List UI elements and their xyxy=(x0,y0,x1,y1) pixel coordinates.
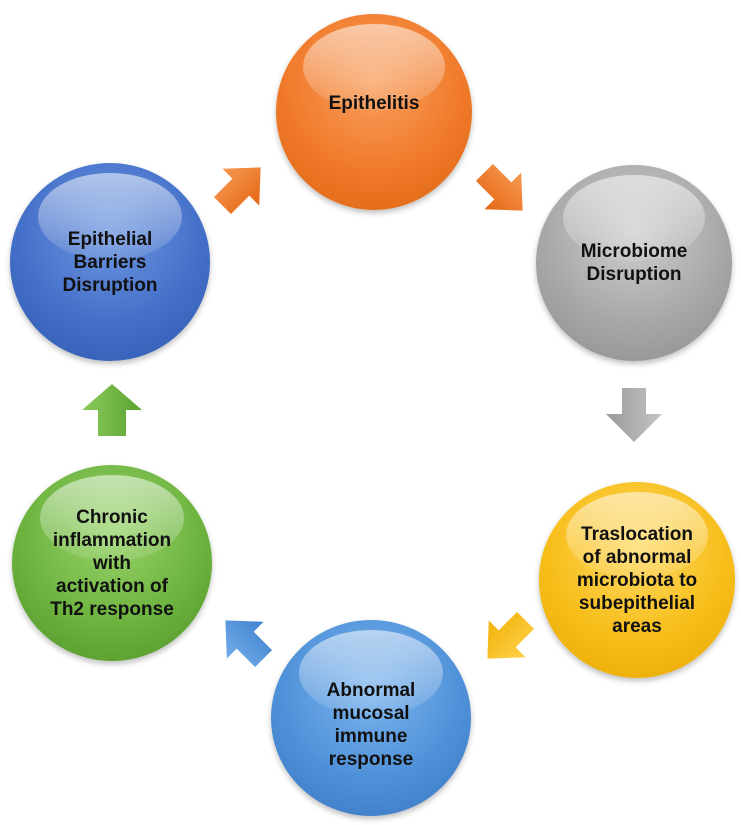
node-label-microbiome-disruption: Microbiome Disruption xyxy=(580,241,688,285)
arrow-translocation-to-abnormal xyxy=(487,611,535,659)
highlight xyxy=(38,172,182,260)
node-microbiome-disruption: Microbiome Disruption xyxy=(536,165,732,361)
node-label-chronic-inflammation: Chronic inflammation with activation of … xyxy=(50,506,174,620)
node-chronic-inflammation: Chronic inflammation with activation of … xyxy=(12,465,212,661)
arrow-epithelitis-to-microbiome xyxy=(475,163,523,211)
highlight xyxy=(40,474,184,562)
node-epithelitis: Epithelitis xyxy=(276,14,472,210)
node-label-translocation: Traslocation of abnormal microbiota to s… xyxy=(576,523,698,637)
node-translocation: Traslocation of abnormal microbiota to s… xyxy=(539,482,735,678)
node-label-epithelial-barriers-disruption: Epithelial Barriers Disruption xyxy=(62,228,158,296)
node-label-epithelitis: Epithelitis xyxy=(328,92,420,114)
highlight xyxy=(563,174,705,262)
node-label-abnormal-immune-response: Abnormal mucosal immune response xyxy=(326,680,416,770)
arrow-microbiome-to-translocation xyxy=(606,388,662,442)
highlight xyxy=(299,629,443,717)
arrow-barriers-to-epithelitis xyxy=(213,167,261,215)
node-epithelial-barriers-disruption: Epithelial Barriers Disruption xyxy=(10,163,210,361)
arrow-chronic-to-barriers xyxy=(82,384,142,436)
node-abnormal-immune-response: Abnormal mucosal immune response xyxy=(271,620,471,816)
highlight xyxy=(303,23,445,111)
arrow-abnormal-to-chronic xyxy=(225,620,273,668)
highlight xyxy=(566,491,708,579)
